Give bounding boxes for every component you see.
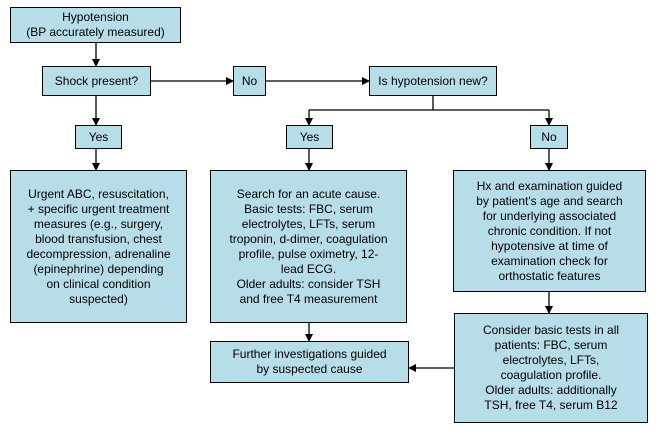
urgent-treatment-box: Urgent ABC, resuscitation, + specific ur… bbox=[10, 170, 187, 323]
shock-present-box: Shock present? bbox=[42, 66, 151, 96]
yes-shock-box: Yes bbox=[75, 125, 122, 149]
acute-cause-box: Search for an acute cause. Basic tests: … bbox=[210, 170, 407, 323]
is-hypotension-new-box: Is hypotension new? bbox=[369, 66, 497, 96]
chronic-condition-box: Hx and examination guided by patient's a… bbox=[453, 170, 646, 292]
no-shock-box: No bbox=[233, 66, 266, 96]
basic-tests-box: Consider basic tests in all patients: FB… bbox=[454, 313, 648, 423]
hypotension-box: Hypotension (BP accurately measured) bbox=[10, 7, 181, 43]
yes-new-box: Yes bbox=[286, 125, 333, 149]
further-investigations-box: Further investigations guided by suspect… bbox=[210, 341, 409, 383]
no-new-box: No bbox=[530, 125, 568, 149]
